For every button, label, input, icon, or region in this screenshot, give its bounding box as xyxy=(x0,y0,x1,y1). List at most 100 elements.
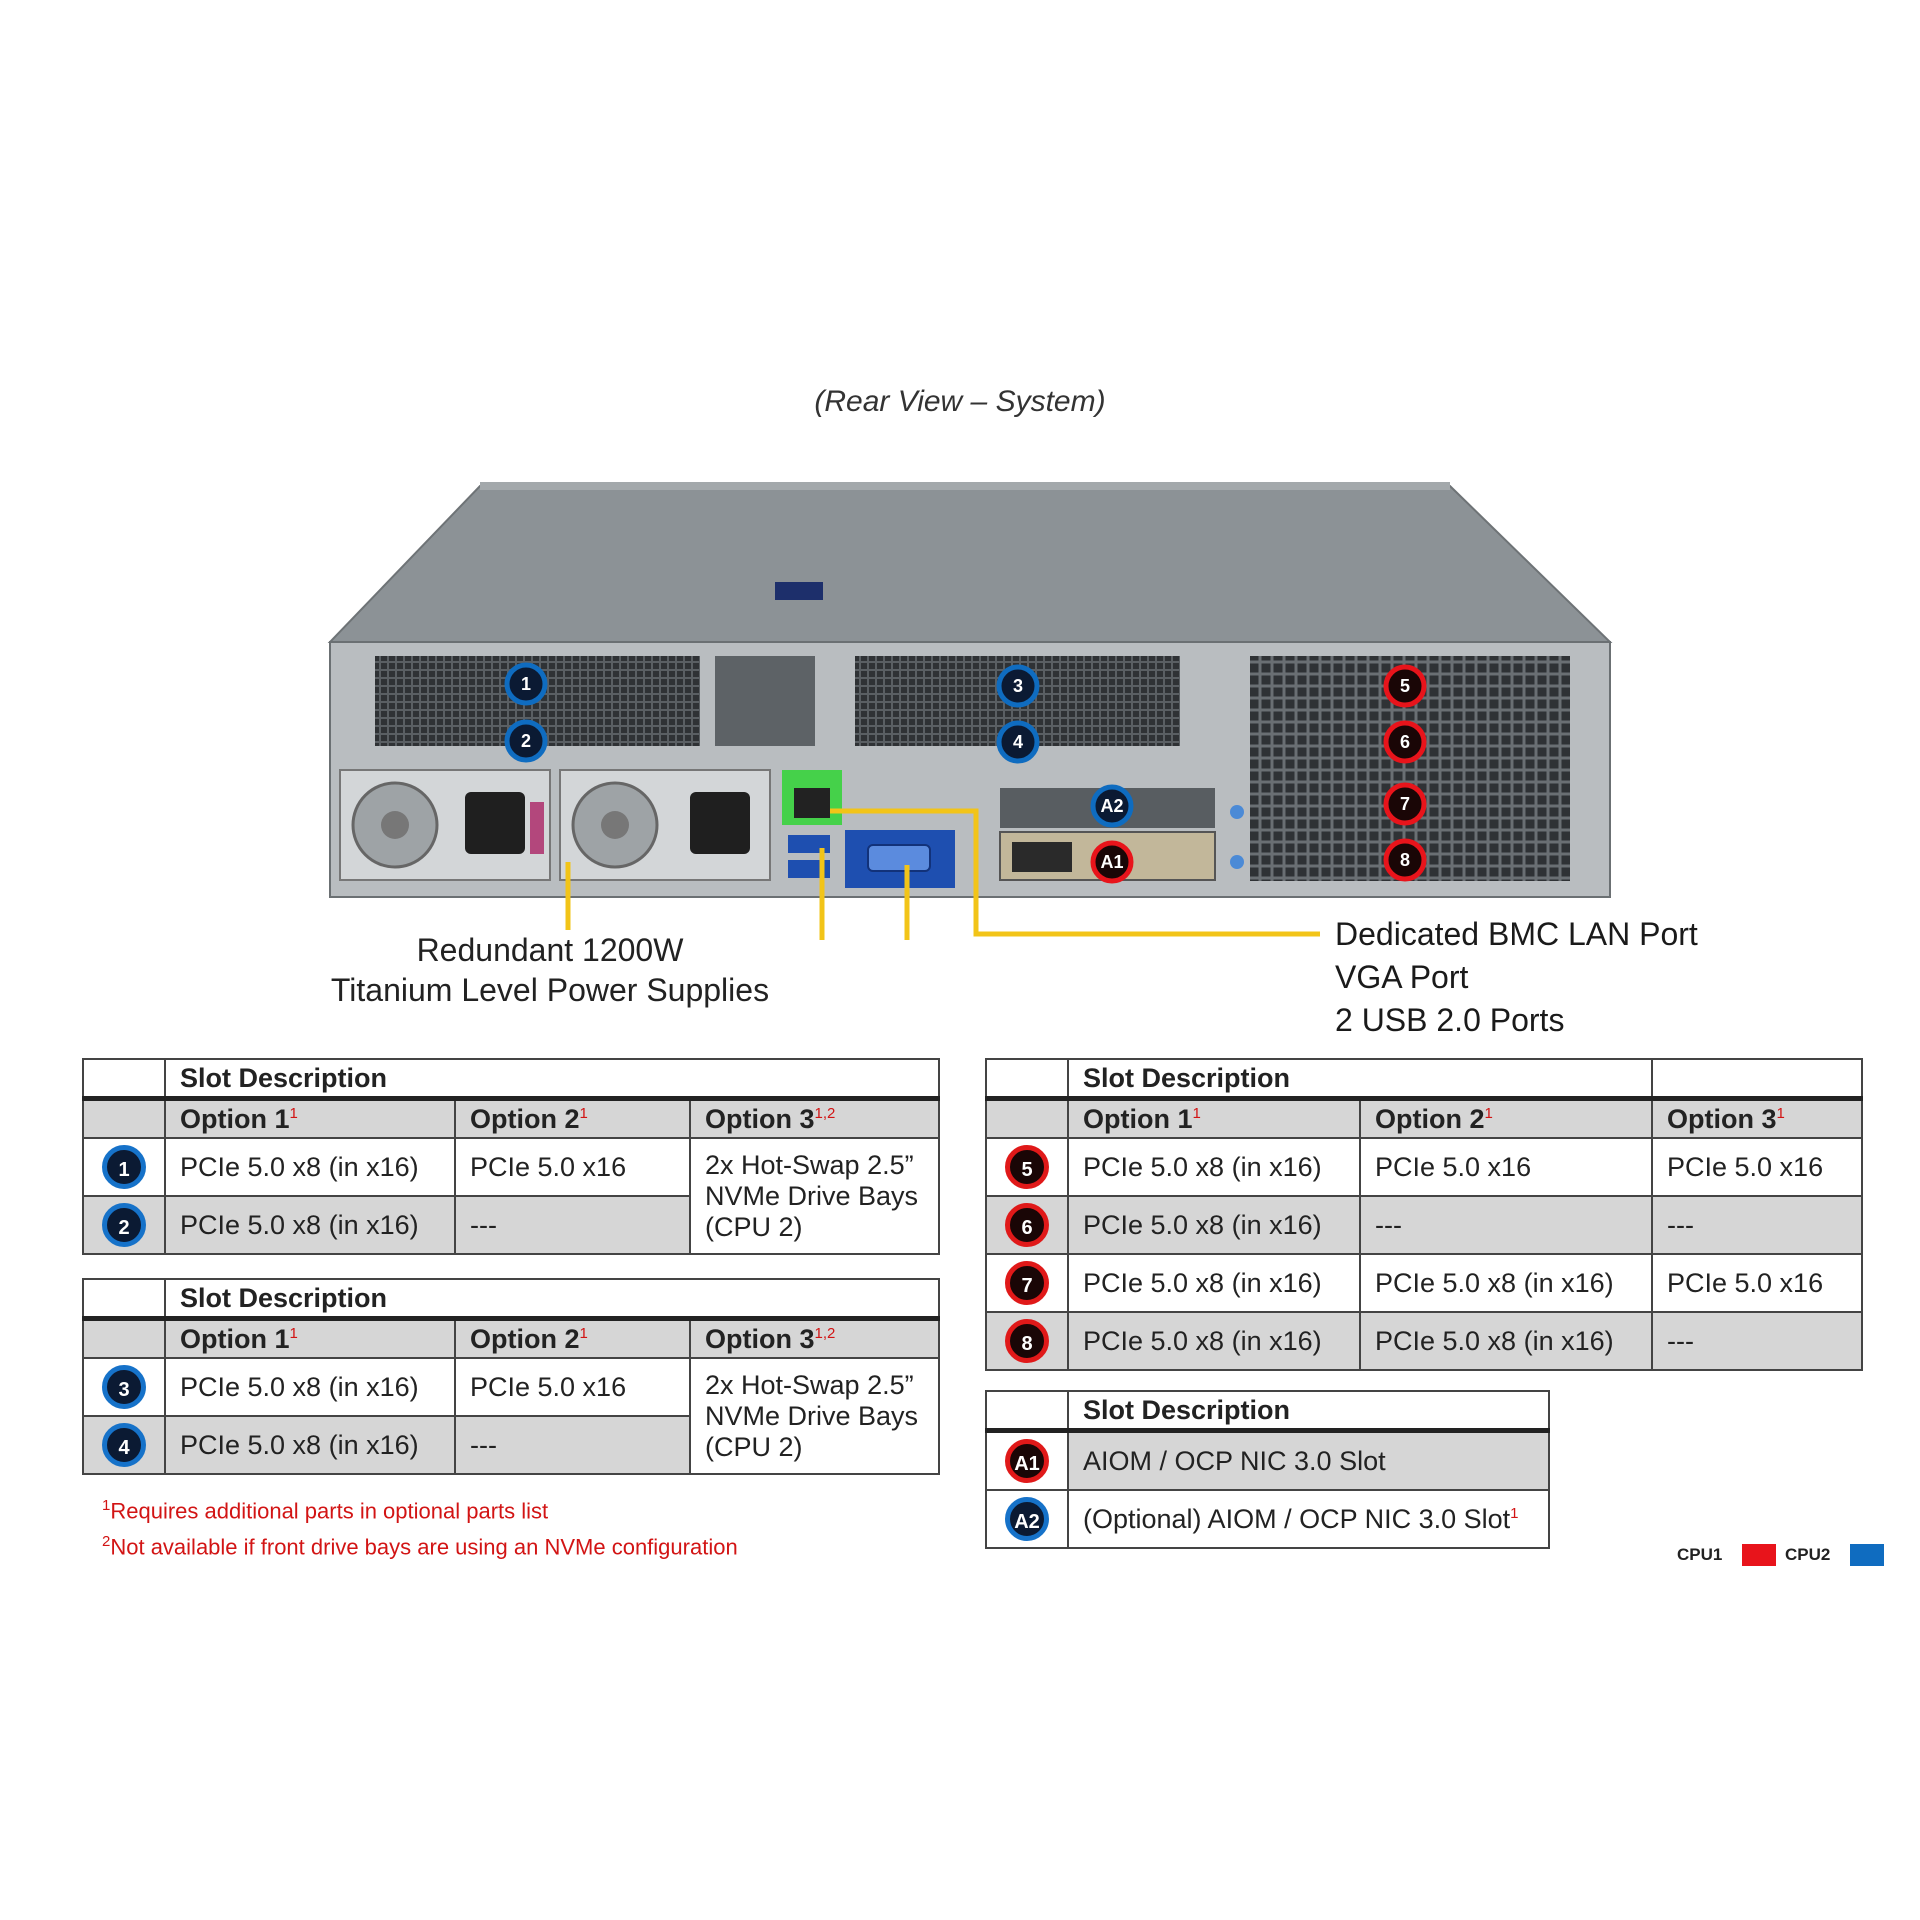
header-blank xyxy=(82,1317,166,1359)
chassis-rear-lip xyxy=(480,482,1450,490)
vga-port xyxy=(867,844,931,872)
header-option-2: Option 21 xyxy=(1359,1097,1653,1139)
slot-badge-8: 8 xyxy=(1005,1319,1049,1363)
cell-option-1: PCIe 5.0 x8 (in x16) xyxy=(1067,1137,1361,1197)
slot-badge-5: 5 xyxy=(1005,1145,1049,1189)
cell-option-3: PCIe 5.0 x16 xyxy=(1651,1253,1863,1313)
table-corner xyxy=(985,1058,1069,1101)
cell-option-3: PCIe 5.0 x16 xyxy=(1651,1137,1863,1197)
cell-option-3: --- xyxy=(1651,1311,1863,1371)
chassis-badge-label-a1: A1 xyxy=(1100,852,1123,872)
slot-badge-a2: A2 xyxy=(1005,1497,1049,1541)
legend-cpu1-swatch xyxy=(1742,1544,1776,1566)
table-row: 7 PCIe 5.0 x8 (in x16) PCIe 5.0 x8 (in x… xyxy=(985,1253,1863,1313)
slot-badge-3: 3 xyxy=(102,1365,146,1409)
slot-badge-7: 7 xyxy=(1005,1261,1049,1305)
cell-option-2: --- xyxy=(1359,1195,1653,1255)
footnote-1: 1Requires additional parts in optional p… xyxy=(102,1497,549,1524)
cell-option-1: PCIe 5.0 x8 (in x16) xyxy=(164,1415,456,1475)
cell-option-2: PCIe 5.0 x8 (in x16) xyxy=(1359,1253,1653,1313)
slot-badge-1: 1 xyxy=(102,1145,146,1189)
chassis-top-tab xyxy=(775,582,823,600)
chassis-badge-label-1: 1 xyxy=(521,674,531,694)
legend-cpu1-label: CPU1 xyxy=(1677,1545,1723,1564)
psu-callout-line1: Redundant 1200W xyxy=(416,932,684,968)
cell-option-1: PCIe 5.0 x8 (in x16) xyxy=(164,1137,456,1197)
psu1-handle xyxy=(530,802,544,854)
psu-callout-line2: Titanium Level Power Supplies xyxy=(330,972,770,1008)
legend-cpu2-label: CPU2 xyxy=(1785,1545,1831,1564)
table-corner xyxy=(985,1390,1069,1433)
slot-badge-6: 6 xyxy=(1005,1203,1049,1247)
slot-table-aiom: Slot Description A1 AIOM / OCP NIC 3.0 S… xyxy=(985,1390,1550,1549)
chassis-badge-label-8: 8 xyxy=(1400,850,1410,870)
chassis-badge-a1 xyxy=(1090,840,1134,884)
cell-option-3: 2x Hot-Swap 2.5” NVMe Drive Bays (CPU 2) xyxy=(689,1357,940,1475)
header-blank xyxy=(985,1097,1069,1139)
chassis-badge-4 xyxy=(996,720,1040,764)
vga-port-label: VGA Port xyxy=(1335,959,1469,995)
psu2-power-inlet xyxy=(690,792,750,854)
cell-description: (Optional) AIOM / OCP NIC 3.0 Slot1 xyxy=(1067,1489,1550,1549)
chassis-badge-label-a2: A2 xyxy=(1100,796,1123,816)
table-row: A1 AIOM / OCP NIC 3.0 Slot xyxy=(985,1429,1550,1491)
chassis-badge-2 xyxy=(504,719,548,763)
header-option-1: Option 11 xyxy=(164,1097,456,1139)
table-corner xyxy=(82,1278,166,1321)
slot-table-5-8: Slot Description Option 11 Option 21 Opt… xyxy=(985,1058,1863,1371)
cell-option-2: PCIe 5.0 x16 xyxy=(1359,1137,1653,1197)
table-row: A2 (Optional) AIOM / OCP NIC 3.0 Slot1 xyxy=(985,1489,1550,1549)
cell-option-2: PCIe 5.0 x8 (in x16) xyxy=(1359,1311,1653,1371)
table-corner xyxy=(82,1058,166,1101)
table-title: Slot Description xyxy=(164,1058,940,1101)
slot-table-3-4: Slot Description Option 11 Option 21 Opt… xyxy=(82,1278,940,1475)
slot-badge-a1: A1 xyxy=(1005,1439,1049,1483)
header-option-3: Option 31,2 xyxy=(689,1317,940,1359)
chassis-badge-label-3: 3 xyxy=(1013,676,1023,696)
chassis-badge-7 xyxy=(1383,782,1427,826)
table-row: 8 PCIe 5.0 x8 (in x16) PCIe 5.0 x8 (in x… xyxy=(985,1311,1863,1371)
cell-option-3: 2x Hot-Swap 2.5” NVMe Drive Bays (CPU 2) xyxy=(689,1137,940,1255)
legend-cpu2-swatch xyxy=(1850,1544,1884,1566)
header-blank xyxy=(82,1097,166,1139)
cell-option-2: PCIe 5.0 x16 xyxy=(454,1137,691,1197)
usb-ports-label: 2 USB 2.0 Ports xyxy=(1335,1002,1565,1038)
cell-option-3: --- xyxy=(1651,1195,1863,1255)
cell-option-2: --- xyxy=(454,1195,691,1255)
vga-callout-line xyxy=(904,865,910,940)
table-row: 2 PCIe 5.0 x8 (in x16) --- xyxy=(82,1195,939,1255)
cell-description: AIOM / OCP NIC 3.0 Slot xyxy=(1067,1429,1550,1491)
chassis-top-cover xyxy=(327,485,1613,643)
table-title: Slot Description xyxy=(164,1278,940,1321)
header-option-2: Option 21 xyxy=(454,1097,691,1139)
chassis-badge-label-6: 6 xyxy=(1400,732,1410,752)
header-option-2: Option 21 xyxy=(454,1317,691,1359)
cell-option-1: PCIe 5.0 x8 (in x16) xyxy=(1067,1253,1361,1313)
bmc-lan-port xyxy=(794,788,830,818)
table-row: 5 PCIe 5.0 x8 (in x16) PCIe 5.0 x16 PCIe… xyxy=(985,1137,1863,1197)
chassis-badge-label-4: 4 xyxy=(1013,732,1023,752)
table-row: 6 PCIe 5.0 x8 (in x16) --- --- xyxy=(985,1195,1863,1255)
header-option-3: Option 31,2 xyxy=(689,1097,940,1139)
middle-vent xyxy=(715,656,815,746)
chassis-badge-a2 xyxy=(1090,784,1134,828)
slot-badge-2: 2 xyxy=(102,1203,146,1247)
page-title: (Rear View – System) xyxy=(814,385,1106,418)
callout-lines xyxy=(565,808,1320,940)
chassis-badge-3 xyxy=(996,664,1040,708)
table-title: Slot Description xyxy=(1067,1390,1550,1433)
slot-table-1-2: Slot Description Option 11 Option 21 Opt… xyxy=(82,1058,940,1255)
table-title: Slot Description xyxy=(1067,1058,1653,1101)
chassis-badge-5 xyxy=(1383,664,1427,708)
header-option-3: Option 31 xyxy=(1651,1097,1863,1139)
slot-badge-4: 4 xyxy=(102,1423,146,1467)
cell-option-1: PCIe 5.0 x8 (in x16) xyxy=(164,1357,456,1417)
table-row: 1 PCIe 5.0 x8 (in x16) PCIe 5.0 x16 2x H… xyxy=(82,1137,940,1255)
footnote-2: 2Not available if front drive bays are u… xyxy=(102,1533,738,1560)
chassis-badge-1 xyxy=(504,662,548,706)
table-row: 4 PCIe 5.0 x8 (in x16) --- xyxy=(82,1415,939,1475)
psu1-power-inlet xyxy=(465,792,525,854)
header-option-1: Option 11 xyxy=(164,1317,456,1359)
table-title-blank xyxy=(1651,1058,1863,1101)
